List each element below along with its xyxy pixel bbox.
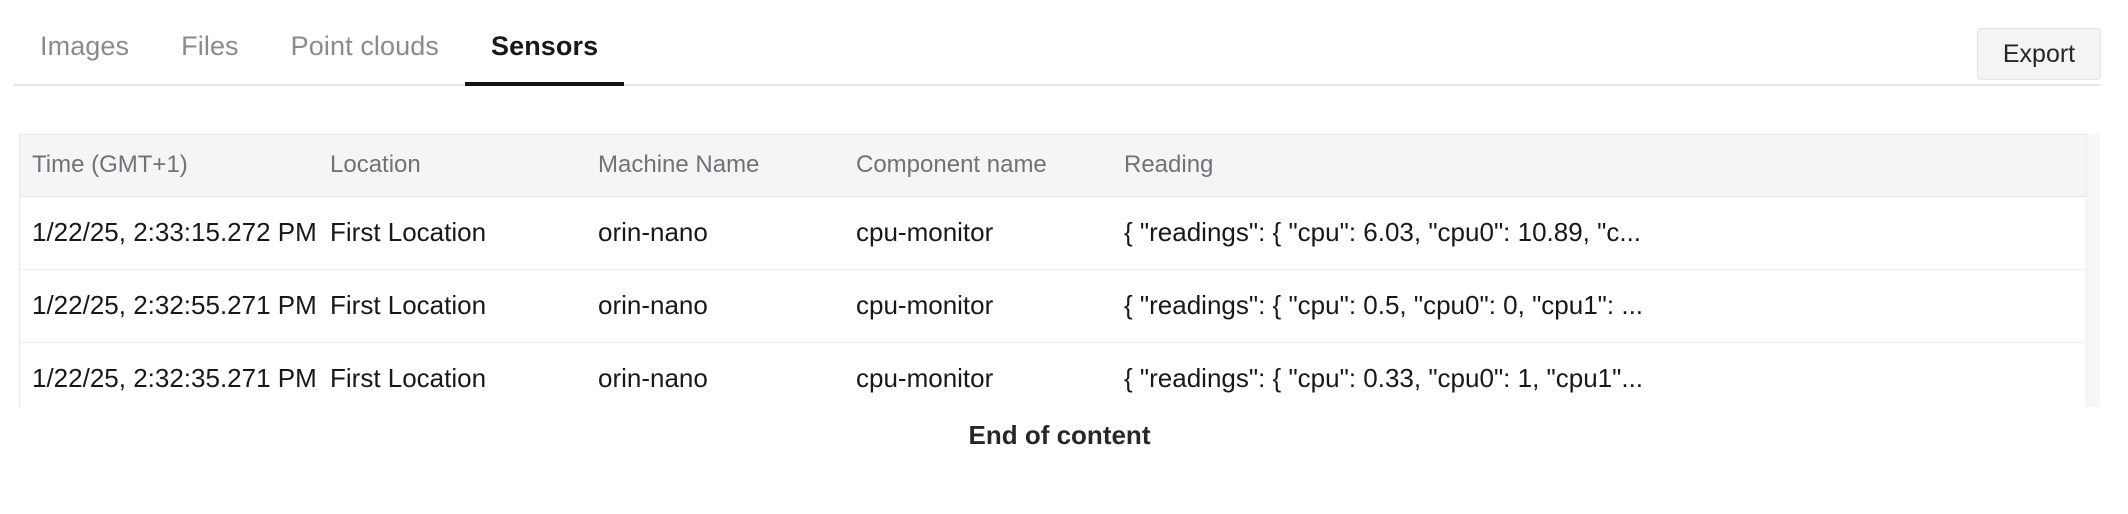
table-row[interactable]: 1/22/25, 2:32:35.271 PM First Location o… (20, 342, 2099, 407)
cell-time: 1/22/25, 2:32:35.271 PM (20, 342, 318, 407)
tab-bar-divider (14, 84, 2100, 86)
cell-time: 1/22/25, 2:33:15.272 PM (20, 196, 318, 270)
column-header-machine-name[interactable]: Machine Name (586, 135, 844, 197)
column-header-reading[interactable]: Reading (1112, 135, 2099, 197)
column-header-location[interactable]: Location (318, 135, 586, 197)
vertical-scrollbar-thumb[interactable] (2087, 136, 2099, 226)
table-header: Time (GMT+1) Location Machine Name Compo… (20, 135, 2099, 197)
table-row[interactable]: 1/22/25, 2:32:55.271 PM First Location o… (20, 269, 2099, 343)
tab-images-label: Images (40, 30, 130, 61)
cell-location: First Location (318, 269, 586, 343)
tab-list: Images Files Point clouds Sensors (14, 0, 625, 92)
cell-reading: { "readings": { "cpu": 6.03, "cpu0": 10.… (1112, 196, 2099, 270)
table-body: 1/22/25, 2:33:15.272 PM First Location o… (20, 196, 2099, 407)
sensors-table-container: Time (GMT+1) Location Machine Name Compo… (19, 134, 2100, 407)
tab-images[interactable]: Images (14, 0, 155, 92)
table-header-row: Time (GMT+1) Location Machine Name Compo… (20, 135, 2099, 197)
end-of-content-label: End of content (968, 420, 1151, 450)
cell-component-name: cpu-monitor (844, 342, 1112, 407)
cell-component-name: cpu-monitor (844, 269, 1112, 343)
cell-component-name: cpu-monitor (844, 196, 1112, 270)
cell-time: 1/22/25, 2:32:55.271 PM (20, 269, 318, 343)
tab-sensors[interactable]: Sensors (464, 0, 625, 92)
cell-machine-name: orin-nano (586, 196, 844, 270)
tab-point-clouds[interactable]: Point clouds (265, 0, 465, 92)
tab-files[interactable]: Files (155, 0, 265, 92)
export-button[interactable]: Export (1977, 28, 2101, 80)
export-button-label: Export (2002, 39, 2076, 68)
column-header-time[interactable]: Time (GMT+1) (20, 135, 318, 197)
cell-location: First Location (318, 196, 586, 270)
table-row[interactable]: 1/22/25, 2:33:15.272 PM First Location o… (20, 196, 2099, 270)
cell-location: First Location (318, 342, 586, 407)
tab-bar: Images Files Point clouds Sensors (0, 0, 2128, 92)
tab-files-label: Files (181, 30, 239, 61)
cell-reading: { "readings": { "cpu": 0.33, "cpu0": 1, … (1112, 342, 2099, 407)
cell-machine-name: orin-nano (586, 269, 844, 343)
cell-machine-name: orin-nano (586, 342, 844, 407)
tab-point-clouds-label: Point clouds (290, 30, 439, 61)
sensors-table: Time (GMT+1) Location Machine Name Compo… (20, 135, 2099, 407)
tab-sensors-label: Sensors (490, 30, 599, 61)
cell-reading: { "readings": { "cpu": 0.5, "cpu0": 0, "… (1112, 269, 2099, 343)
column-header-component-name[interactable]: Component name (844, 135, 1112, 197)
